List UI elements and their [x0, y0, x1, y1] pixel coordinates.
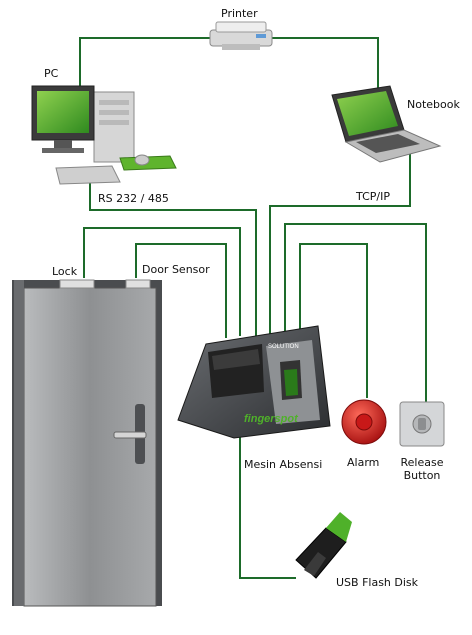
attendance-machine: fingerspot SOLUTION	[177, 325, 331, 439]
device-model-text: SOLUTION	[268, 344, 299, 350]
device-brand-text: fingerspot	[244, 413, 299, 425]
label-alarm: Alarm	[347, 456, 380, 469]
label-mesin-absensi: Mesin Absensi	[244, 458, 323, 471]
label-notebook: Notebook	[407, 98, 460, 111]
wire-pc-device	[89, 182, 257, 338]
lock-device	[59, 279, 95, 289]
connection-wires	[79, 37, 427, 579]
label-release-line1: Release	[400, 456, 444, 469]
wire-device-usb	[239, 430, 296, 579]
door-icon	[12, 279, 162, 607]
label-lock: Lock	[52, 265, 78, 278]
printer-icon	[209, 21, 273, 50]
label-rs232: RS 232 / 485	[98, 192, 169, 205]
wire-alarm-device	[299, 243, 368, 398]
label-tcpip: TCP/IP	[356, 190, 390, 203]
label-release-line2: Button	[403, 469, 441, 482]
wire-release-device	[284, 223, 427, 402]
pc-icon	[31, 85, 177, 185]
usb-flash-disk-icon	[295, 512, 352, 579]
door-sensor-device	[125, 279, 151, 289]
wire-doorsensor-device	[135, 243, 227, 338]
wire-printer-notebook	[272, 37, 379, 88]
label-pc: PC	[44, 67, 59, 80]
label-door-sensor: Door Sensor	[142, 263, 210, 276]
wire-printer-pc	[79, 37, 212, 88]
release-button-icon	[399, 401, 445, 447]
label-release-button: Release Button	[398, 456, 446, 482]
wire-lock-device	[83, 227, 241, 336]
notebook-icon	[331, 85, 442, 163]
wire-notebook-device	[269, 150, 411, 335]
label-usb-flash-disk: USB Flash Disk	[336, 576, 419, 589]
label-printer: Printer	[221, 7, 258, 20]
alarm-icon	[341, 399, 387, 445]
